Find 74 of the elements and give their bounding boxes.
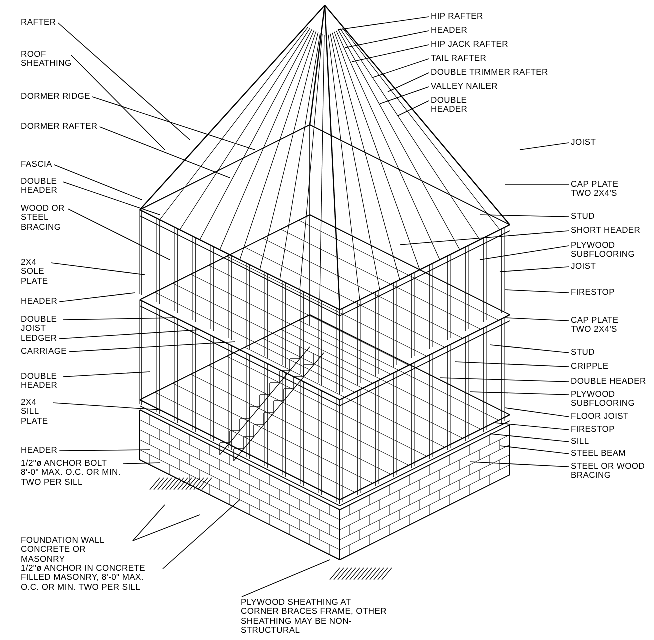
leader-line [62,372,150,378]
part-label: JOIST [570,138,598,148]
leader-line [372,58,430,78]
leader-line [480,214,570,218]
leader-line [338,16,430,30]
part-label: STUD [570,348,596,358]
part-label: ROOF SHEATHING [20,50,70,69]
leader-line [470,392,570,396]
part-label: HEADER [430,26,469,36]
part-label: FASCIA [20,160,54,170]
part-label: WOOD OR STEEL BRACING [20,204,67,232]
leader-line [440,378,570,382]
leader-line [504,290,570,294]
leader-line [58,330,200,340]
leader-line [54,164,142,200]
leader-line [490,434,570,442]
part-label: LEDGER [20,334,58,344]
part-label: 1/2"ø ANCHOR BOLT 8'-0" MAX. O.C. OR MIN. TWO PER SILL [20,459,122,488]
part-label: DOUBLE HEADER [570,377,648,386]
part-label: CARRIAGE [20,347,68,356]
leader-line [500,446,570,454]
leader-line [520,142,570,150]
part-label: FIRESTOP [570,425,616,434]
leader-line [480,246,570,260]
leader-line [59,450,150,452]
part-label: TAIL RAFTER [430,54,488,64]
leader-line [52,402,160,410]
leader-line [132,514,200,542]
part-label: FIRESTOP [570,288,616,298]
leader-line [388,72,430,92]
part-label: DORMER RAFTER [20,122,99,132]
part-label: FLOOR JOIST [570,412,630,422]
leader-line [400,230,570,246]
leader-line [380,86,430,104]
part-label: 2X4 SOLE PLATE [20,258,50,286]
part-label: DORMER RIDGE [20,92,92,102]
leader-line [132,504,166,542]
part-label: RAFTER [20,18,58,28]
leader-line [504,408,570,418]
part-label: HIP RAFTER [430,12,484,22]
part-label: HEADER [20,297,59,306]
leader-line [490,344,570,354]
leader-line [70,54,166,150]
leader-line [122,462,160,464]
part-label: HEADER [20,446,59,456]
leader-line [344,30,430,48]
leader-line [68,342,236,352]
part-label: STEEL BEAM [570,449,628,458]
part-label: VALLEY NAILER [430,82,500,92]
part-label: CRIPPLE [570,362,610,372]
leader-line [59,292,136,302]
leader-line [50,262,146,276]
part-label: DOUBLE TRIMMER RAFTER [430,68,550,78]
leader-line [62,182,160,216]
leader-line [500,266,570,272]
leader-line [470,462,570,468]
part-label: SILL [570,437,590,446]
part-label: SHORT HEADER [570,226,642,236]
part-label: HIP JACK RAFTER [430,40,510,50]
leader-line [99,126,230,178]
part-label: JOIST [570,262,598,272]
leader-line [68,208,170,260]
leader-line [504,318,570,322]
leader-line [92,96,256,150]
leader-line [58,22,190,140]
leader-line [62,318,176,320]
leader-line [242,560,330,598]
part-label: STUD [570,212,596,222]
leader-line [454,362,570,368]
leader-line [398,100,430,116]
leader-line [504,184,570,186]
leader-line [162,500,240,570]
leader-line [494,422,570,430]
leader-line [352,44,430,62]
